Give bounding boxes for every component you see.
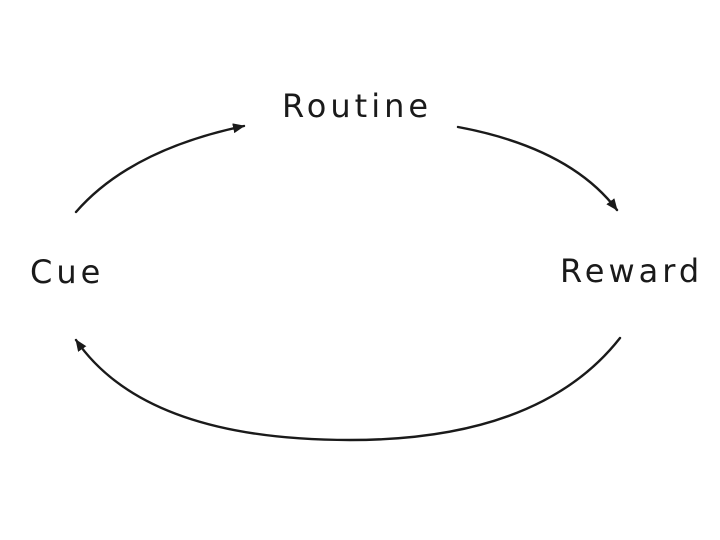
node-label-cue: Cue: [30, 253, 104, 291]
arrow-reward-to-cue: [74, 336, 622, 442]
arrow-cue-to-routine: [74, 123, 246, 214]
arrow-routine-to-reward: [456, 125, 619, 212]
node-label-routine: Routine: [282, 87, 432, 125]
node-label-reward: Reward: [560, 252, 703, 290]
